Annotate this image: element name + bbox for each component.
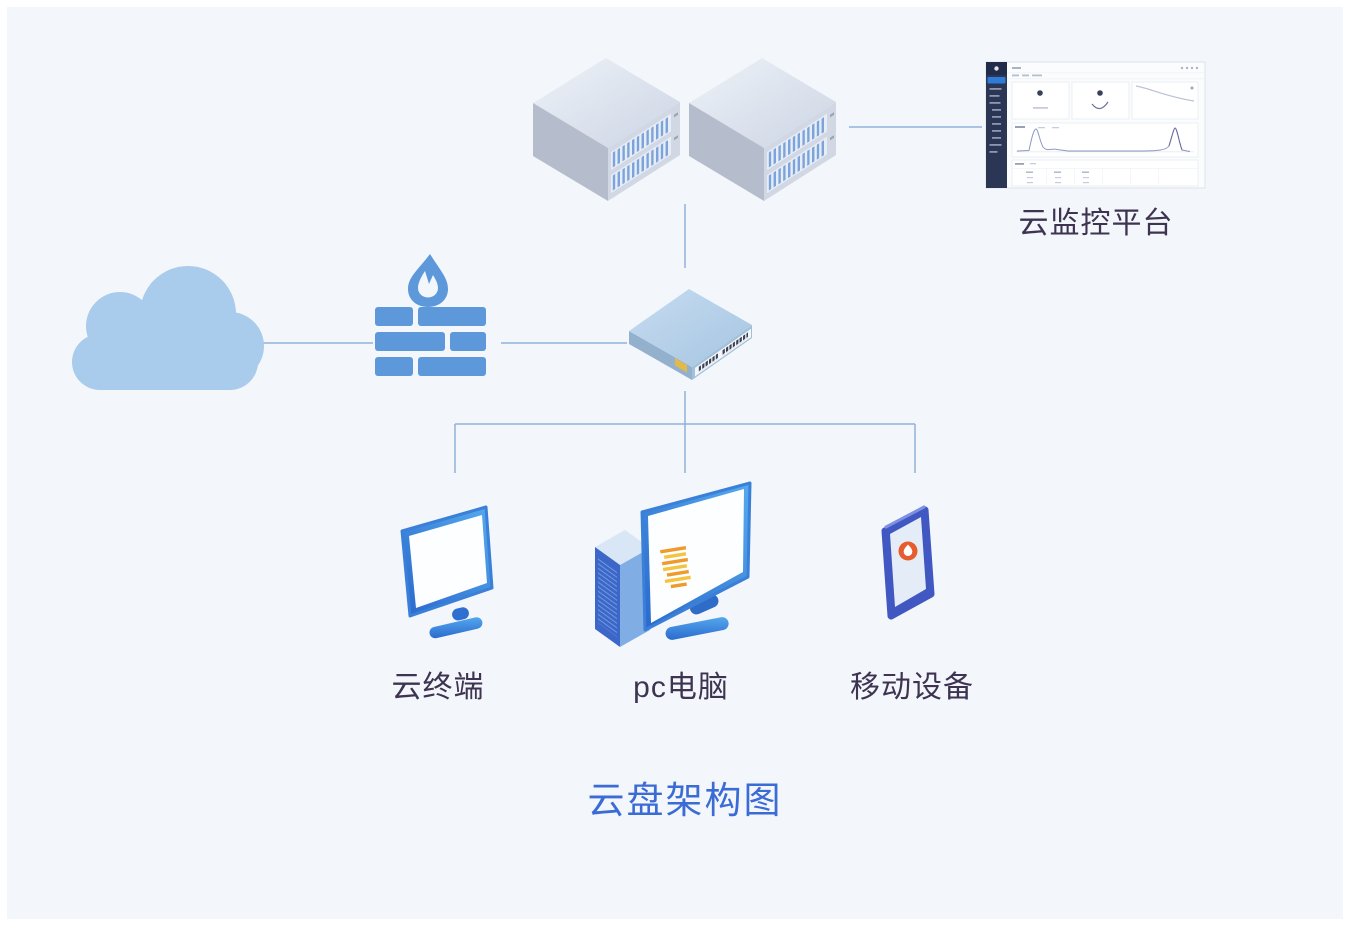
phone-app-icon — [898, 541, 918, 561]
cloud-icon — [72, 266, 264, 390]
desktop-pc-icon — [595, 481, 752, 647]
smartphone-icon — [881, 505, 935, 620]
dashboard-line-chart — [1011, 122, 1199, 158]
network-switch-icon — [629, 289, 752, 380]
pc-label: pc电脑 — [633, 671, 729, 704]
diagram-title: 云盘架构图 — [587, 780, 783, 821]
dashboard-table — [1011, 159, 1199, 187]
dashboard-stat-cards — [1011, 81, 1199, 120]
server-stack-icon-right — [689, 58, 836, 201]
server-stack-icon-left — [533, 58, 680, 201]
dashboard-sidebar — [986, 62, 1007, 188]
monitor-icon — [400, 505, 494, 639]
monitoring-dashboard-thumbnail — [985, 61, 1206, 189]
monitoring-platform-label: 云监控平台 — [1018, 207, 1174, 240]
dashboard-toolbar — [1007, 66, 1205, 80]
firewall-icon — [375, 254, 486, 376]
mobile-device-label: 移动设备 — [850, 671, 974, 704]
connector-lines — [263, 126, 982, 473]
pc-screen-content — [660, 546, 691, 589]
cloud-terminal-label: 云终端 — [391, 671, 485, 704]
pc-monitor — [640, 481, 752, 640]
